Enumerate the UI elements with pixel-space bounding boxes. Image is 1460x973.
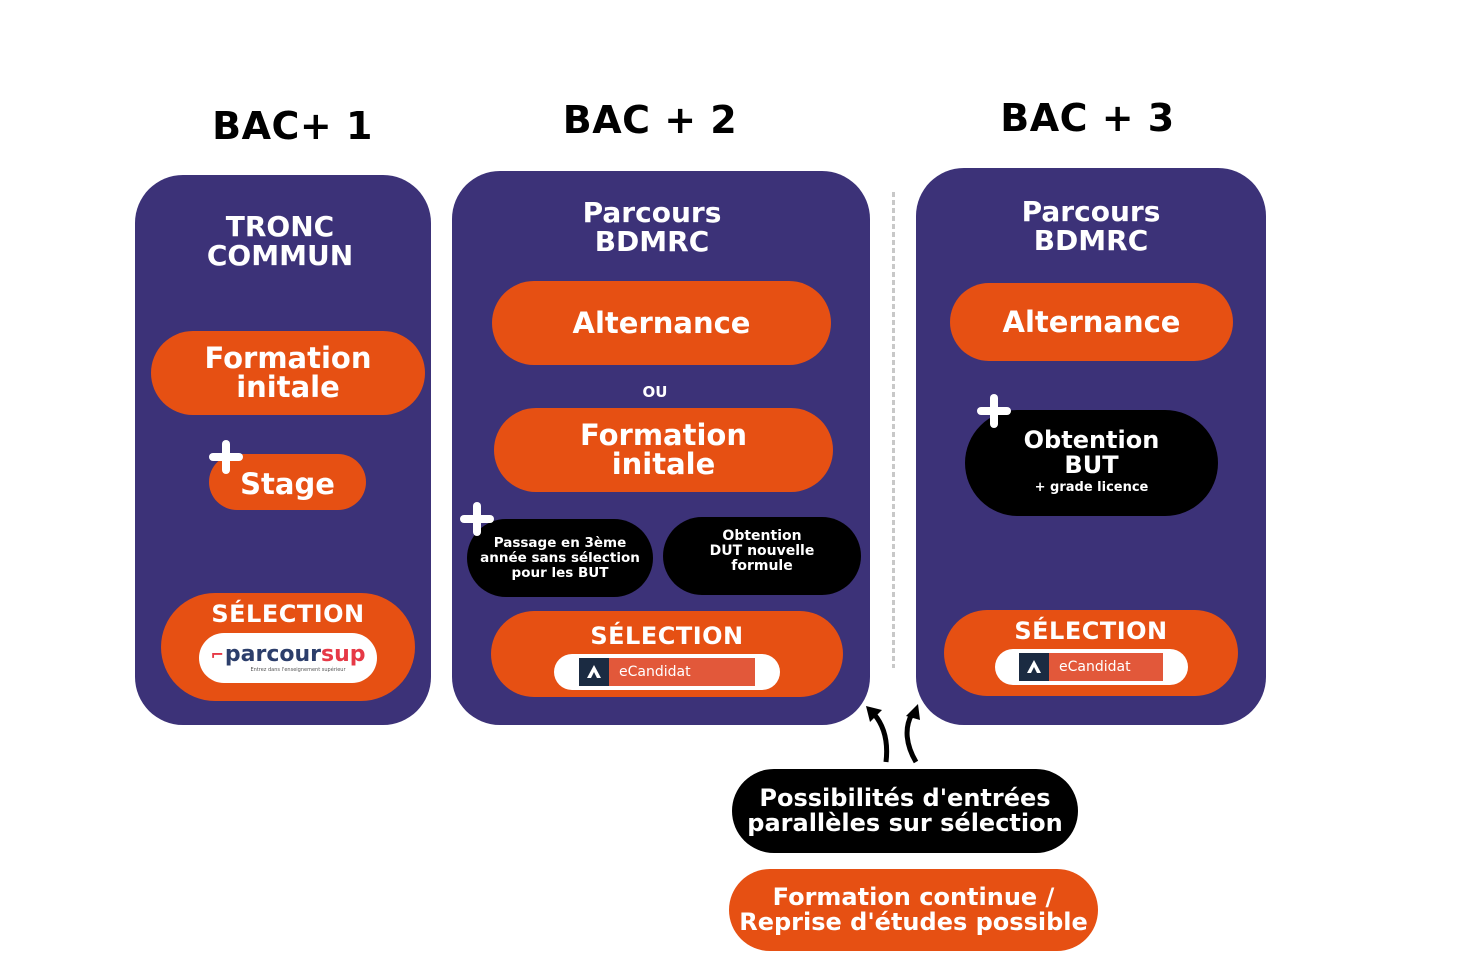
alternance-label: Alternance [572, 306, 751, 340]
panel-title: TRONC COMMUN [135, 212, 425, 270]
formation-initiale-pill: Formation initale [494, 408, 833, 492]
heading-bac3: BAC + 3 [1000, 96, 1175, 140]
panel-title-line2: COMMUN [206, 239, 354, 272]
ecandidat-icon [579, 658, 609, 686]
heading-bac2: BAC + 2 [562, 98, 738, 142]
formation-continue-pill: Formation continue / Reprise d'études po… [729, 869, 1098, 951]
obtention-line1: Obtention [1023, 426, 1160, 454]
obtention-line2: DUT nouvelle [709, 542, 815, 559]
ecandidat-text: eCandidat [1059, 659, 1131, 675]
panel-title-line2: BDMRC [1033, 224, 1149, 257]
parcoursup-text-part1: parcour [224, 641, 321, 667]
panel-bac1: TRONC COMMUN Formation initale Stage SÉL… [135, 175, 431, 725]
parcoursup-text-part2: sup [321, 641, 366, 667]
parcoursup-tagline: Entrez dans l'enseignement supérieur [250, 666, 346, 673]
parcoursup-arrow-icon: ⌐ [210, 644, 224, 664]
obtention-dut-pill: Obtention DUT nouvelle formule [663, 517, 861, 595]
continue-line2: Reprise d'études possible [739, 908, 1088, 936]
dotted-divider [892, 192, 895, 668]
passage-line3: pour les BUT [511, 564, 609, 581]
curved-arrows [866, 704, 920, 764]
panel-bac2: Parcours BDMRC Alternance OU Formation i… [452, 171, 870, 725]
selection-label: SÉLECTION [211, 600, 365, 628]
heading-bac1: BAC+ 1 [212, 104, 373, 148]
obtention-line3: + grade licence [1034, 480, 1149, 495]
selection-pill: SÉLECTION eCandidat [944, 610, 1238, 696]
formation-initiale-pill: Formation initale [151, 331, 425, 415]
alternance-pill: Alternance [492, 281, 831, 365]
panel-title-line1: Parcours [1021, 195, 1161, 228]
arrow-up-right-icon [904, 704, 920, 764]
passage-3eme-pill: Passage en 3ème année sans sélection pou… [467, 519, 653, 597]
obtention-line1: Obtention [722, 527, 802, 544]
alternance-pill: Alternance [950, 283, 1233, 361]
alternance-label: Alternance [1002, 305, 1181, 339]
passage-line1: Passage en 3ème [493, 534, 627, 551]
formation-line1: Formation [579, 418, 748, 452]
plus-icon [460, 502, 494, 536]
parallel-line1: Possibilités d'entrées [759, 784, 1051, 812]
panel-title-line2: BDMRC [594, 225, 710, 258]
plus-icon [209, 440, 243, 474]
selection-label: SÉLECTION [590, 622, 744, 650]
ou-label: OU [642, 383, 668, 401]
parallel-entries-pill: Possibilités d'entrées parallèles sur sé… [732, 769, 1078, 853]
obtention-line2: BUT [1064, 451, 1119, 479]
stage-label: Stage [240, 467, 335, 501]
formation-line1: Formation [204, 341, 372, 375]
selection-pill: SÉLECTION eCandidat [491, 611, 843, 697]
panel-bac3: Parcours BDMRC Alternance Obtention BUT … [916, 168, 1266, 725]
panel-title-line1: Parcours [582, 196, 722, 229]
ecandidat-icon [1019, 653, 1049, 681]
panel-title: Parcours BDMRC [916, 197, 1266, 255]
obtention-line3: formule [731, 557, 793, 574]
formation-line2: initale [236, 370, 340, 404]
plus-icon [977, 394, 1011, 428]
continue-line1: Formation continue / [772, 883, 1055, 911]
ecandidat-logo[interactable]: eCandidat [554, 654, 780, 690]
panel-title: Parcours BDMRC [452, 198, 852, 256]
stage-pill: Stage [209, 454, 366, 510]
selection-label: SÉLECTION [1014, 617, 1168, 645]
formation-line2: initale [611, 447, 716, 481]
ecandidat-text: eCandidat [619, 664, 691, 680]
panel-title-line1: TRONC [225, 210, 335, 243]
arrow-up-left-icon [866, 706, 890, 763]
passage-line2: année sans sélection [480, 549, 640, 566]
parallel-line2: parallèles sur sélection [747, 809, 1063, 837]
obtention-but-pill: Obtention BUT + grade licence [965, 410, 1218, 516]
ecandidat-logo[interactable]: eCandidat [994, 649, 1188, 685]
